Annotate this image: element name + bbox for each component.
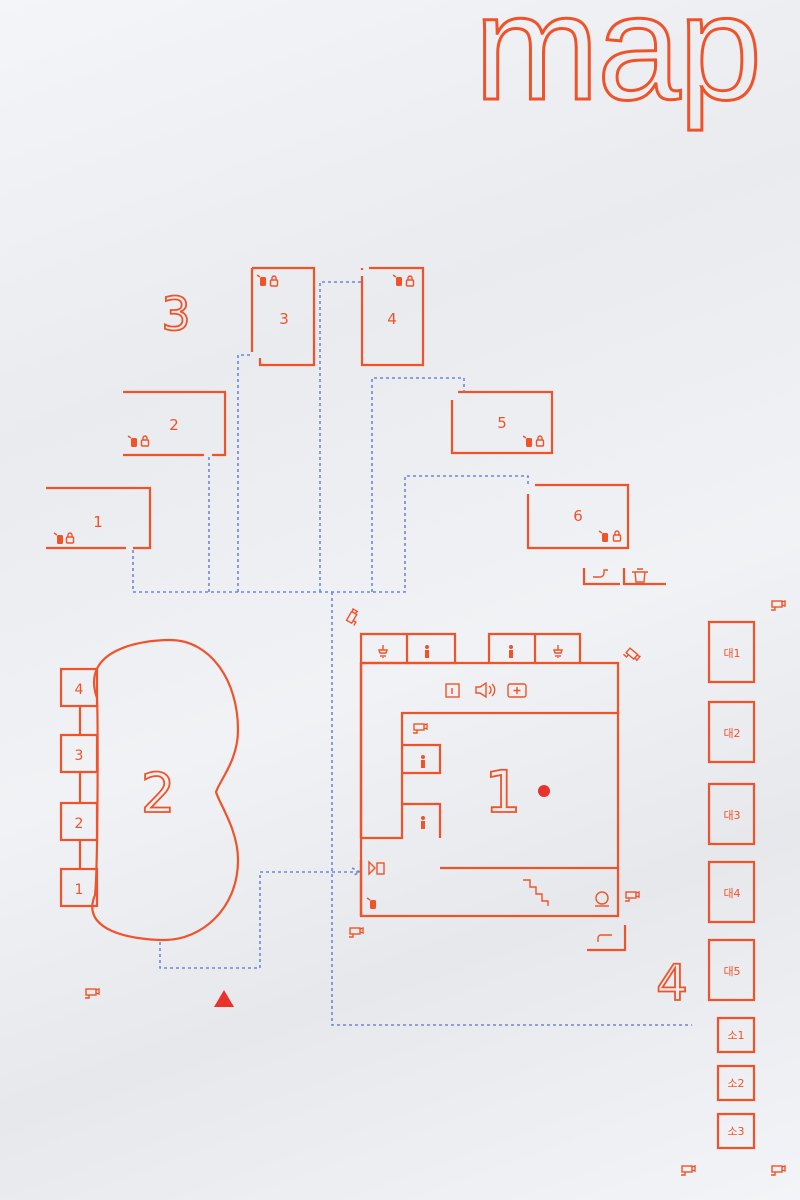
zone1-building[interactable]: 1 [348,632,640,938]
fire-extinguisher-icon [522,435,533,448]
room-label: 3 [75,748,84,764]
building-label: 1 [93,513,103,531]
building-label: 4 [387,310,397,328]
map-title: map [473,0,764,131]
cctv-icon [345,608,362,627]
trash-icon [622,568,666,586]
fire-extinguisher-icon [366,897,377,910]
zone3-building-1[interactable]: 1 [46,486,152,550]
lock-icon [535,435,545,447]
toilet-icon [425,645,429,658]
building-label: 5 [497,414,507,432]
zone4-stall-4[interactable]: 대4 [707,860,756,924]
stall-label: 대2 [723,727,740,740]
toilet-icon [421,755,425,768]
room-label: 1 [75,882,84,898]
zone3-building-5[interactable]: 5 [450,390,554,455]
building-label: 3 [279,310,289,328]
zone2-room-3[interactable]: 3 [59,733,99,774]
cctv-icon [412,723,428,734]
zone4-stall-1[interactable]: 대1 [707,620,756,684]
toilet-icon [509,645,513,658]
fire-extinguisher-icon [256,274,267,287]
stairs-icon [523,879,549,906]
fire-extinguisher-icon [392,274,403,287]
stall-label: 대4 [723,887,740,900]
zone4-stall-2[interactable]: 대2 [707,700,756,764]
faucet-icon [582,568,620,586]
zone-4-label: 4 [656,954,688,1012]
faucet-icon [587,925,627,952]
zone3-building-3[interactable]: 3 [250,266,316,367]
cctv-icon [622,646,641,665]
zone-2-label: 2 [141,762,175,825]
zone2-main-area[interactable]: 2 [91,638,240,942]
zone4-small-2[interactable]: 소2 [716,1064,756,1102]
shower-icon [378,644,388,659]
zone3-building-2[interactable]: 2 [123,390,227,457]
zone2-room-2[interactable]: 2 [59,801,99,842]
stall-label: 소1 [727,1029,744,1042]
alarm-icon [595,891,609,907]
zone3-building-4[interactable]: 4 [360,266,425,367]
lock-icon [65,532,75,544]
cctv-icon [348,927,364,938]
cctv-icon [680,1165,696,1176]
stall-label: 대1 [723,647,740,660]
cctv-icon [770,600,786,611]
zone3-building-6[interactable]: 6 [526,483,630,550]
building-label: 6 [573,507,583,525]
stall-label: 대3 [723,809,740,822]
toilet-icon [421,816,425,829]
room-label: 4 [75,682,84,698]
fire-extinguisher-icon [53,532,64,545]
lock-icon [405,275,415,287]
speaker-icon [475,681,496,699]
zone2-room-4[interactable]: 4 [59,667,99,708]
zone4-stall-3[interactable]: 대3 [707,782,756,846]
zone-3-label: 3 [161,287,190,341]
building-label: 2 [169,416,179,434]
cctv-icon [770,1165,786,1176]
entrance-icons [368,860,385,876]
current-location-marker [214,990,234,1007]
zone4-small-1[interactable]: 소1 [716,1016,756,1054]
cctv-icon [84,988,100,999]
zone4-stall-5[interactable]: 대5 [707,938,756,1002]
room-label: 2 [75,816,84,832]
shower-icon [553,644,563,659]
zone-1-label: 1 [485,758,522,826]
stall-label: 소3 [727,1125,744,1138]
fire-extinguisher-icon [598,530,609,543]
lock-icon [612,530,622,542]
info-icon [445,683,460,698]
zone2-room-1[interactable]: 1 [59,867,99,908]
fire-extinguisher-icon [127,435,138,448]
first-aid-icon [507,683,527,698]
stall-label: 대5 [723,965,740,978]
location-dot [538,785,550,797]
zone4-small-3[interactable]: 소3 [716,1112,756,1150]
lock-icon [140,435,150,447]
stall-label: 소2 [727,1077,744,1090]
lock-icon [269,275,279,287]
cctv-icon [624,891,640,902]
